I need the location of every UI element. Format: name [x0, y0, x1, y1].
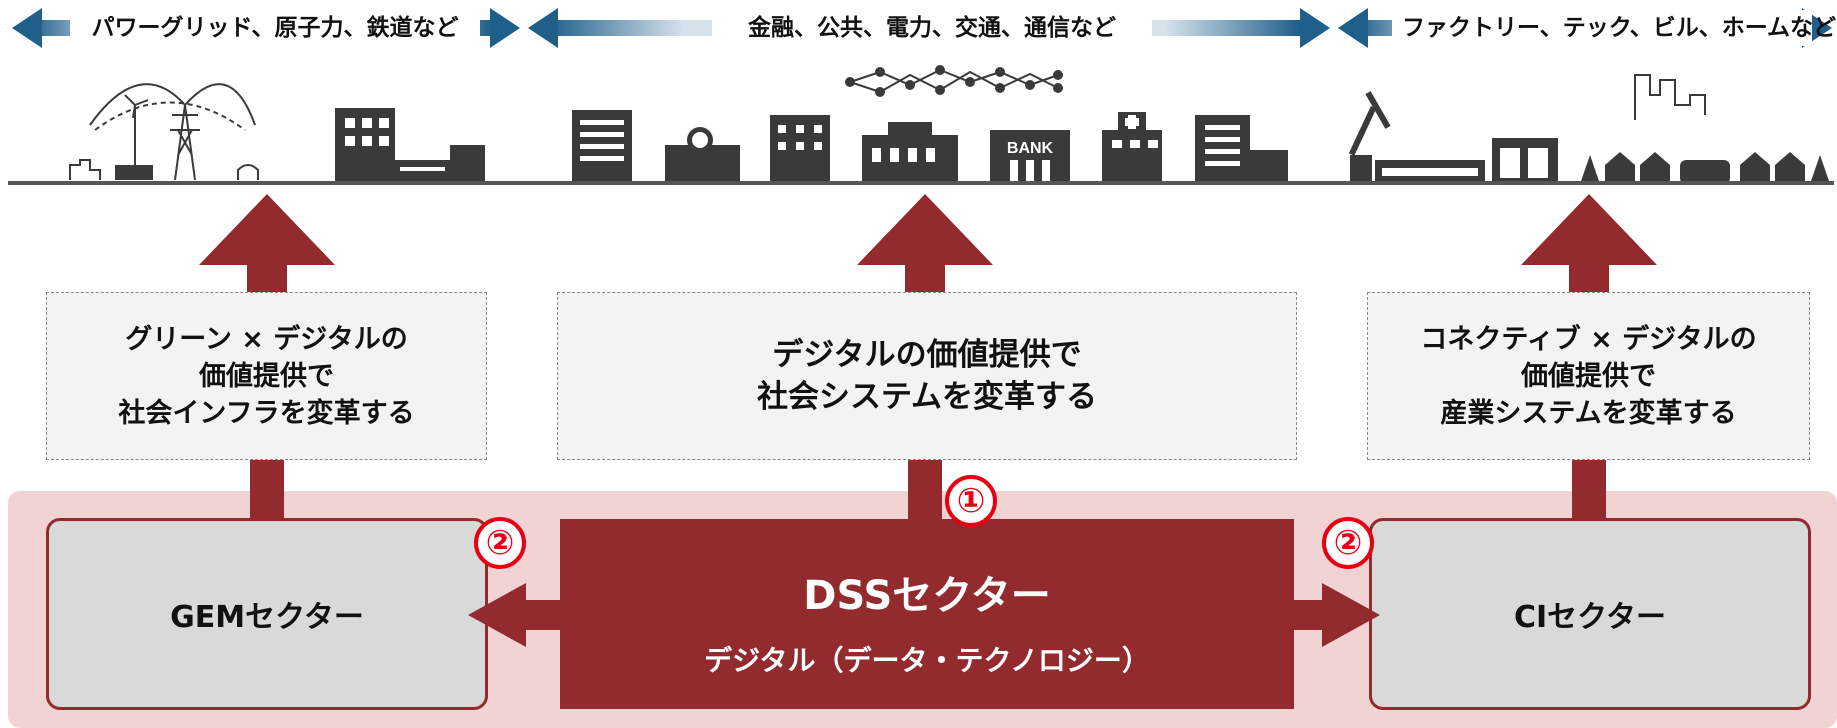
- value-box-center: デジタルの価値提供で 社会システムを変革する: [557, 292, 1297, 460]
- skyline-illustration: BANK: [69, 65, 1830, 184]
- value-right-line2: 価値提供で: [1521, 360, 1656, 392]
- value-box-left: グリーン × デジタルの 価値提供で 社会インフラを変革する: [46, 292, 487, 460]
- gem-sector-label: GEMセクター: [170, 600, 364, 635]
- top-label-left: パワーグリッド、原子力、鉄道など: [70, 10, 480, 46]
- badge-two-right: ②: [1322, 517, 1374, 569]
- value-left-line1: グリーン × デジタルの: [125, 323, 408, 355]
- network-icon: [845, 65, 1063, 97]
- office-train-icon: [335, 108, 485, 184]
- ground-line: [8, 181, 1834, 185]
- smart-home-icon: [1580, 152, 1830, 184]
- value-center-line2: 社会システムを変革する: [756, 379, 1098, 415]
- power-grid-icon: [69, 83, 259, 181]
- ci-sector: CIセクター: [1369, 518, 1811, 710]
- right-lower-shaft: [1572, 460, 1606, 520]
- value-box-right: コネクティブ × デジタルの 価値提供で 産業システムを変革する: [1367, 292, 1810, 460]
- left-lower-shaft: [250, 460, 284, 520]
- left-side-arrow: [468, 583, 570, 647]
- bank-sign: BANK: [1007, 140, 1054, 157]
- dss-sector-subtitle: デジタル（データ・テクノロジー）: [704, 644, 1150, 677]
- badge-two-left: ②: [474, 517, 526, 569]
- right-up-arrow-head: [1521, 194, 1657, 298]
- value-left-line3: 社会インフラを変革する: [118, 397, 415, 429]
- solar-panel-icon: [115, 165, 153, 180]
- top-label-right: ファクトリー、テック、ビル、ホームなど: [1392, 10, 1836, 46]
- value-center-line1: デジタルの価値提供で: [772, 337, 1082, 373]
- dss-sector: DSSセクター デジタル（データ・テクノロジー）: [560, 519, 1294, 709]
- hospital-icon: [1102, 112, 1288, 184]
- left-up-arrow-head: [199, 194, 335, 298]
- badge-one: ①: [945, 475, 997, 527]
- city-buildings-icon: [572, 110, 958, 184]
- value-right-line3: 産業システムを変革する: [1440, 397, 1737, 429]
- gem-sector: GEMセクター: [46, 518, 488, 710]
- side-arrows: [468, 583, 1380, 647]
- value-left-line2: 価値提供で: [199, 360, 334, 392]
- center-lower-shaft: [908, 460, 942, 522]
- top-label-center: 金融、公共、電力、交通、通信など: [712, 10, 1152, 46]
- dss-sector-title: DSSセクター: [803, 573, 1051, 619]
- right-side-arrow: [1280, 583, 1380, 647]
- value-right-line1: コネクティブ × デジタルの: [1420, 323, 1757, 355]
- center-up-arrow-head: [857, 194, 993, 298]
- ci-sector-label: CIセクター: [1514, 600, 1666, 635]
